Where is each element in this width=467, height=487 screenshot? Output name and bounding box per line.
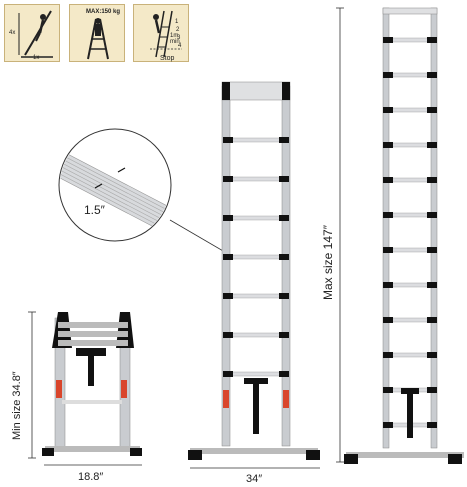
rung-clip bbox=[383, 72, 393, 78]
rung-clip bbox=[427, 352, 437, 358]
ladder-rung bbox=[225, 137, 287, 143]
rung-clip bbox=[279, 293, 289, 299]
rung-clip bbox=[223, 215, 233, 221]
ratio-vertical-label: 4x bbox=[9, 30, 16, 36]
ladder-rung bbox=[385, 317, 435, 323]
ladder-rung bbox=[225, 254, 287, 260]
ladder-rung bbox=[385, 142, 435, 148]
extended-ladder-front-base bbox=[188, 378, 320, 460]
step-number-4: 4 bbox=[178, 43, 182, 49]
ladder-rung bbox=[225, 332, 287, 338]
rung-clip bbox=[383, 282, 393, 288]
ratio-horizontal-label: 1x bbox=[33, 55, 40, 61]
stepladder-person-icon bbox=[87, 18, 109, 60]
max-load-label: MAX:150 kg bbox=[86, 9, 121, 15]
rung-clip bbox=[223, 371, 233, 377]
min-distance-label: 1m min bbox=[170, 33, 180, 45]
rung-detail-callout bbox=[58, 128, 231, 256]
rung-clip bbox=[383, 37, 393, 43]
ladder-rung bbox=[385, 352, 435, 358]
min-height-label: Min size 34.8″ bbox=[11, 371, 23, 440]
step-number-2: 2 bbox=[176, 27, 180, 33]
measure-arrow-bottom bbox=[94, 183, 103, 189]
rung-clip bbox=[223, 254, 233, 260]
ladder-rung bbox=[385, 247, 435, 253]
rung-clip bbox=[279, 332, 289, 338]
rung-clip bbox=[279, 137, 289, 143]
rung-clip bbox=[279, 371, 289, 377]
callout-leader-line bbox=[169, 219, 231, 256]
rung-clip bbox=[223, 176, 233, 182]
extended-ladder-tall bbox=[382, 7, 438, 449]
rung-clip bbox=[427, 387, 437, 393]
rung-clip bbox=[383, 317, 393, 323]
rung-clip bbox=[427, 212, 437, 218]
max-height-label: Max size 147″ bbox=[321, 225, 335, 300]
step-number-3: 3 bbox=[177, 35, 181, 41]
extended-ladder-front-rungs bbox=[223, 137, 289, 377]
ladder-rung bbox=[385, 177, 435, 183]
ladder-rung bbox=[225, 371, 287, 377]
stop-icon-panel: 1 2 3 4 1m min Stop bbox=[133, 4, 189, 62]
rung-clip bbox=[279, 215, 289, 221]
rung-clip bbox=[427, 422, 437, 428]
ladder-angle-icon bbox=[18, 10, 53, 58]
ladder-rung bbox=[385, 212, 435, 218]
rung-clip bbox=[427, 37, 437, 43]
rung-clip bbox=[383, 247, 393, 253]
ladder-rung bbox=[385, 37, 435, 43]
rung-clip bbox=[427, 282, 437, 288]
rung-clip bbox=[383, 142, 393, 148]
extended-ladder-front bbox=[221, 81, 291, 447]
measure-arrow-top bbox=[117, 167, 126, 173]
max-height-dimension bbox=[336, 7, 344, 463]
rung-clip bbox=[427, 72, 437, 78]
extended-ladder-tall-base bbox=[344, 388, 464, 464]
min-height-dimension bbox=[28, 311, 36, 459]
rung-clip bbox=[427, 142, 437, 148]
ladder-rung bbox=[225, 293, 287, 299]
rung-clip bbox=[383, 352, 393, 358]
ladder-rung bbox=[385, 72, 435, 78]
rung-clip bbox=[383, 387, 393, 393]
collapsed-ladder bbox=[42, 312, 142, 456]
rung-clip bbox=[427, 247, 437, 253]
ladder-rung bbox=[225, 215, 287, 221]
rung-clip bbox=[279, 254, 289, 260]
base-width-label: 34″ bbox=[246, 473, 263, 485]
ladder-rung bbox=[225, 176, 287, 182]
load-icon-panel: MAX:150 kg bbox=[69, 4, 125, 62]
ladder-rung bbox=[385, 107, 435, 113]
rung-clip bbox=[383, 212, 393, 218]
rung-clip bbox=[427, 317, 437, 323]
step-number-1: 1 bbox=[175, 19, 179, 25]
ratio-icon-panel: 4x 1x bbox=[4, 4, 60, 62]
rung-clip bbox=[427, 107, 437, 113]
rung-clip bbox=[223, 332, 233, 338]
rung-clip bbox=[383, 422, 393, 428]
stop-label: Stop bbox=[160, 55, 175, 62]
rung-clip bbox=[223, 293, 233, 299]
rung-clip bbox=[383, 177, 393, 183]
climbing-limit-icon bbox=[150, 10, 182, 58]
min-width-label: 18.8″ bbox=[78, 471, 104, 483]
rung-depth-label: 1.5″ bbox=[84, 203, 105, 217]
rung-clip bbox=[223, 137, 233, 143]
rung-clip bbox=[427, 177, 437, 183]
rung-clip bbox=[279, 176, 289, 182]
rung-clip bbox=[383, 107, 393, 113]
ladder-rung bbox=[385, 282, 435, 288]
extended-ladder-tall-rungs bbox=[383, 37, 437, 428]
